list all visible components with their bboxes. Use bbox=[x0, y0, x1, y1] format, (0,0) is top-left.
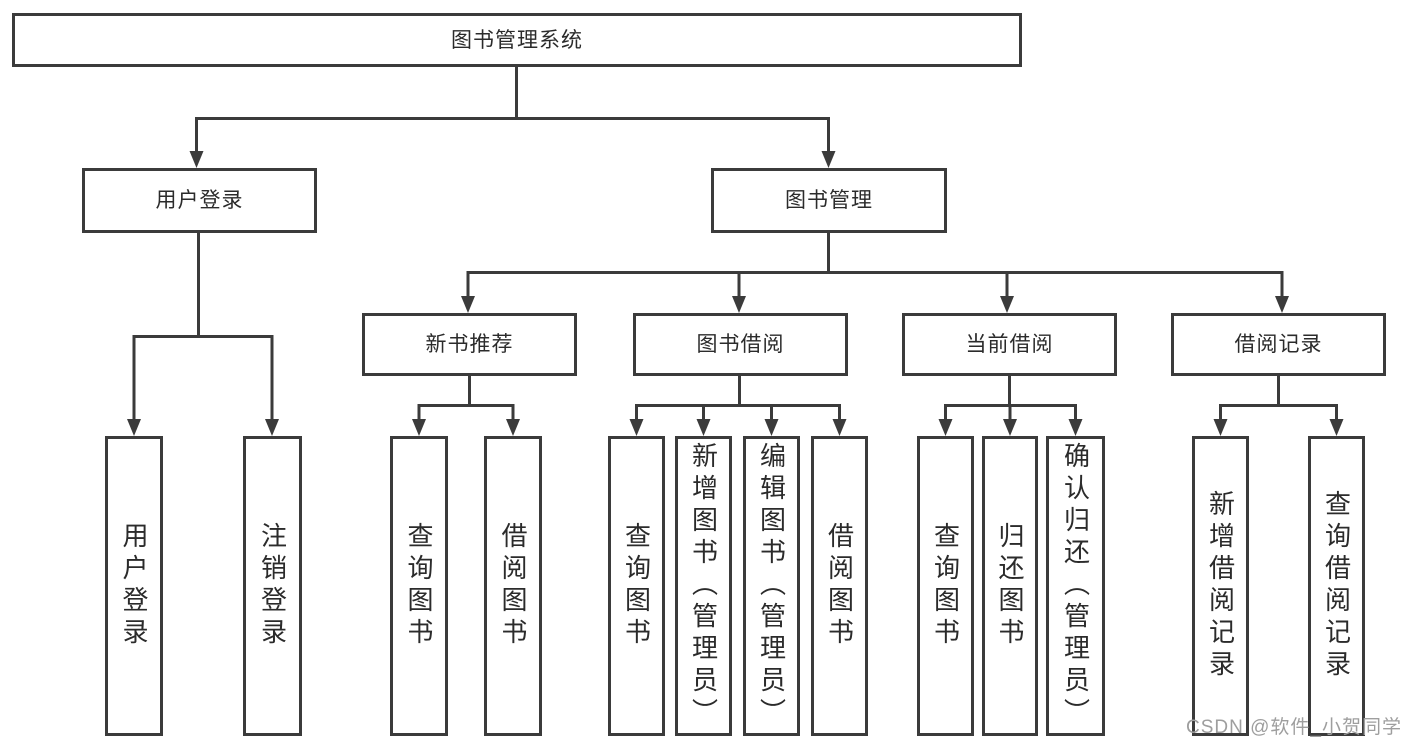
leaf-current-confirm-return-admin: 确认归还（管理员） bbox=[1046, 436, 1105, 736]
node-new-book-recommend: 新书推荐 bbox=[362, 313, 577, 376]
arrowheads bbox=[127, 151, 1344, 436]
leaf-records-add-borrow-record: 新增借阅记录 bbox=[1192, 436, 1249, 736]
leaf-recommend-query-books: 查询图书 bbox=[390, 436, 448, 736]
leaf-logout: 注销登录 bbox=[243, 436, 302, 736]
leaf-borrow-borrow-books: 借阅图书 bbox=[811, 436, 868, 736]
node-borrow-records: 借阅记录 bbox=[1171, 313, 1386, 376]
node-book-management: 图书管理 bbox=[711, 168, 947, 233]
leaf-recommend-borrow-books: 借阅图书 bbox=[484, 436, 542, 736]
leaf-records-query-borrow-record: 查询借阅记录 bbox=[1308, 436, 1365, 736]
node-current-borrow: 当前借阅 bbox=[902, 313, 1117, 376]
node-library-management-system: 图书管理系统 bbox=[12, 13, 1022, 67]
leaf-borrow-query-books: 查询图书 bbox=[608, 436, 665, 736]
leaf-user-login: 用户登录 bbox=[105, 436, 163, 736]
leaf-current-return-books: 归还图书 bbox=[982, 436, 1038, 736]
leaf-current-query-books: 查询图书 bbox=[917, 436, 974, 736]
node-book-borrow: 图书借阅 bbox=[633, 313, 848, 376]
leaf-borrow-add-books-admin: 新增图书（管理员） bbox=[675, 436, 732, 736]
leaf-borrow-edit-books-admin: 编辑图书（管理员） bbox=[743, 436, 800, 736]
node-user-login-branch: 用户登录 bbox=[82, 168, 317, 233]
csdn-watermark: CSDN @软件_小贺同学 bbox=[1186, 717, 1402, 738]
